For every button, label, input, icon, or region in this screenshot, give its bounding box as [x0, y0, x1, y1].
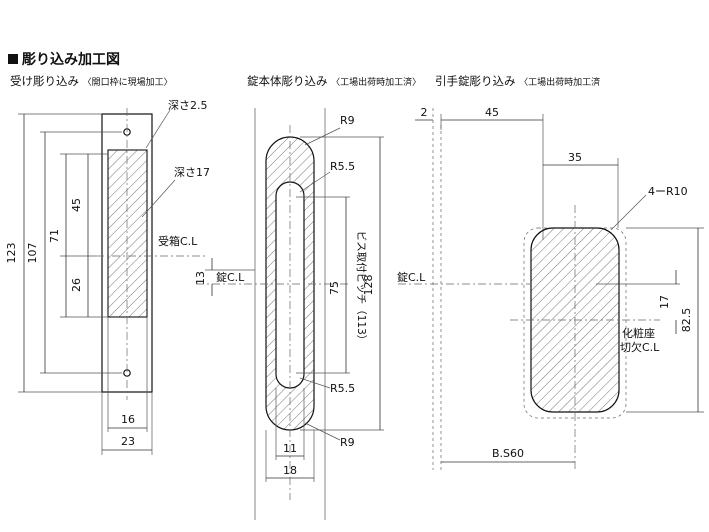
label-screw-pitch: ビス取付ピッチ（113）: [355, 231, 368, 346]
dim-107: 107: [26, 243, 39, 264]
dim-45b: 45: [485, 106, 499, 119]
dim-23: 23: [121, 435, 135, 448]
label-cosmetic-1: 化粧座: [622, 326, 655, 340]
label-cosmetic-2: 切欠C.L: [620, 340, 660, 354]
dim-128: 128: [362, 275, 375, 296]
dim-82-5: 82.5: [680, 308, 693, 333]
dim-26: 26: [70, 278, 83, 292]
dim-71: 71: [48, 229, 61, 243]
label-backset: B.S60: [492, 447, 524, 460]
label-lock-cl-2: 錠C.L: [397, 270, 426, 284]
label-r5-5-top: R5.5: [330, 160, 355, 173]
dim-35: 35: [568, 151, 582, 164]
handle-lock-heading: 引手錠彫り込み 〈工場出荷時加工済: [435, 74, 601, 88]
receiver-pocket: [107, 149, 148, 318]
dim-75: 75: [328, 281, 341, 295]
dim-17: 17: [658, 295, 671, 309]
dim-2: 2: [421, 106, 428, 119]
label-lock-cl-1: 錠C.L: [216, 270, 245, 284]
label-r9-top: R9: [340, 114, 355, 127]
label-corner-radius: 4ーR10: [648, 185, 688, 198]
dim-13: 13: [194, 271, 207, 285]
handle-lock-drawing: 2 45 35 錠C.L 4ーR10 17 82.5 化粧座 切欠C.L B.S…: [397, 106, 704, 470]
dim-45a: 45: [70, 198, 83, 212]
label-receiver-cl: 受箱C.L: [158, 234, 198, 248]
lock-body-drawing: 13 錠C.L 75 ビス取付ピッチ（113） 128 R9 R5.5 R5.5…: [194, 108, 384, 520]
label-r9-bottom: R9: [340, 436, 355, 449]
page-title: 彫り込み加工図: [8, 49, 120, 69]
dim-123: 123: [5, 243, 18, 264]
label-r5-5-bottom: R5.5: [330, 382, 355, 395]
lock-body-heading: 錠本体彫り込み 〈工場出荷時加工済〉: [247, 74, 422, 88]
dim-18: 18: [283, 464, 297, 477]
dim-11: 11: [283, 442, 297, 455]
receiver-drawing: 123 107 71 45 26 16 23 深さ2.5 深さ17 受箱C.L: [5, 99, 210, 455]
label-depth-17: 深さ17: [174, 166, 210, 179]
label-depth-2-5: 深さ2.5: [168, 99, 208, 112]
dim-16: 16: [121, 413, 135, 426]
square-bullet-icon: [8, 54, 18, 64]
receiver-heading: 受け彫り込み 〈開口枠に現場加工〉: [10, 74, 173, 88]
